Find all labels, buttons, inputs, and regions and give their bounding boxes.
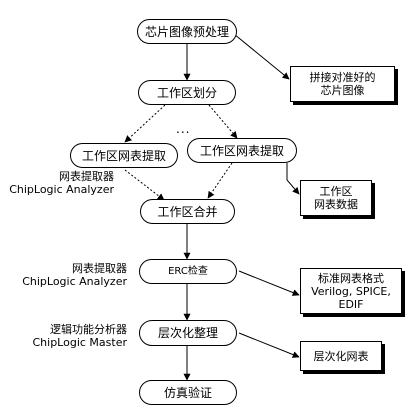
node-workspace-partition: 工作区划分 [138,80,236,105]
tool-label-extractor-1: 网表提取器 ChipLogic Analyzer [9,170,114,196]
tool-logic-analyzer-product: ChipLogic Master [32,336,127,349]
edge-hierarchy-hier-netlist [238,332,300,358]
edge-extract-b-merge [207,162,233,199]
edge-preprocess-stitched [233,33,290,80]
node-hierarchy-organize: 层次化整理 [139,320,237,346]
tool-label-logic-analyzer: 逻辑功能分析器 ChipLogic Master [32,323,127,349]
edge-extract-b-workspace-netlist [286,163,300,195]
edge-extract-a-merge [124,169,165,201]
tool-extractor-2-product: ChipLogic Analyzer [22,275,127,288]
node-workspace-netlist-extract-1: 工作区网表提取 [70,143,178,168]
output-hier-line1: 层次化网表 [313,349,369,363]
tool-extractor-1-name: 网表提取器 [59,170,114,183]
node-image-preprocess: 芯片图像预处理 [137,19,237,44]
tool-label-extractor-2: 网表提取器 ChipLogic Analyzer [22,262,127,288]
edge-erc-standard-netlist [238,270,300,296]
edge-partition-extract-a [124,104,166,143]
tool-extractor-1-product: ChipLogic Analyzer [9,183,114,196]
node-simulation-verify: 仿真验证 [139,380,237,405]
tool-extractor-2-name: 网表提取器 [72,262,127,275]
output-workspace-netlist-data: 工作区 网表数据 [300,180,372,216]
tool-logic-analyzer-name: 逻辑功能分析器 [50,323,127,336]
ellipsis: ... [176,122,191,136]
output-standard-netlist-format: 标准网表格式 Verilog, SPICE, EDIF [300,268,402,314]
node-erc-check: ERC检查 [139,259,237,284]
output-workspace-line1: 工作区 [319,185,353,198]
output-standard-line3: EDIF [338,297,364,311]
output-stitched-chip-image: 拼接对准好的 芯片图像 [290,66,395,102]
output-stitched-line1: 拼接对准好的 [309,71,376,84]
output-standard-line2: Verilog, SPICE, [311,284,391,298]
node-workspace-netlist-extract-2: 工作区网表提取 [187,138,297,163]
edge-partition-extract-b [208,104,238,139]
output-hierarchical-netlist: 层次化网表 [300,341,382,371]
node-workspace-merge: 工作区合并 [140,199,235,224]
output-standard-line1: 标准网表格式 [318,271,384,285]
output-workspace-line2: 网表数据 [314,198,358,211]
output-stitched-line2: 芯片图像 [320,84,365,97]
